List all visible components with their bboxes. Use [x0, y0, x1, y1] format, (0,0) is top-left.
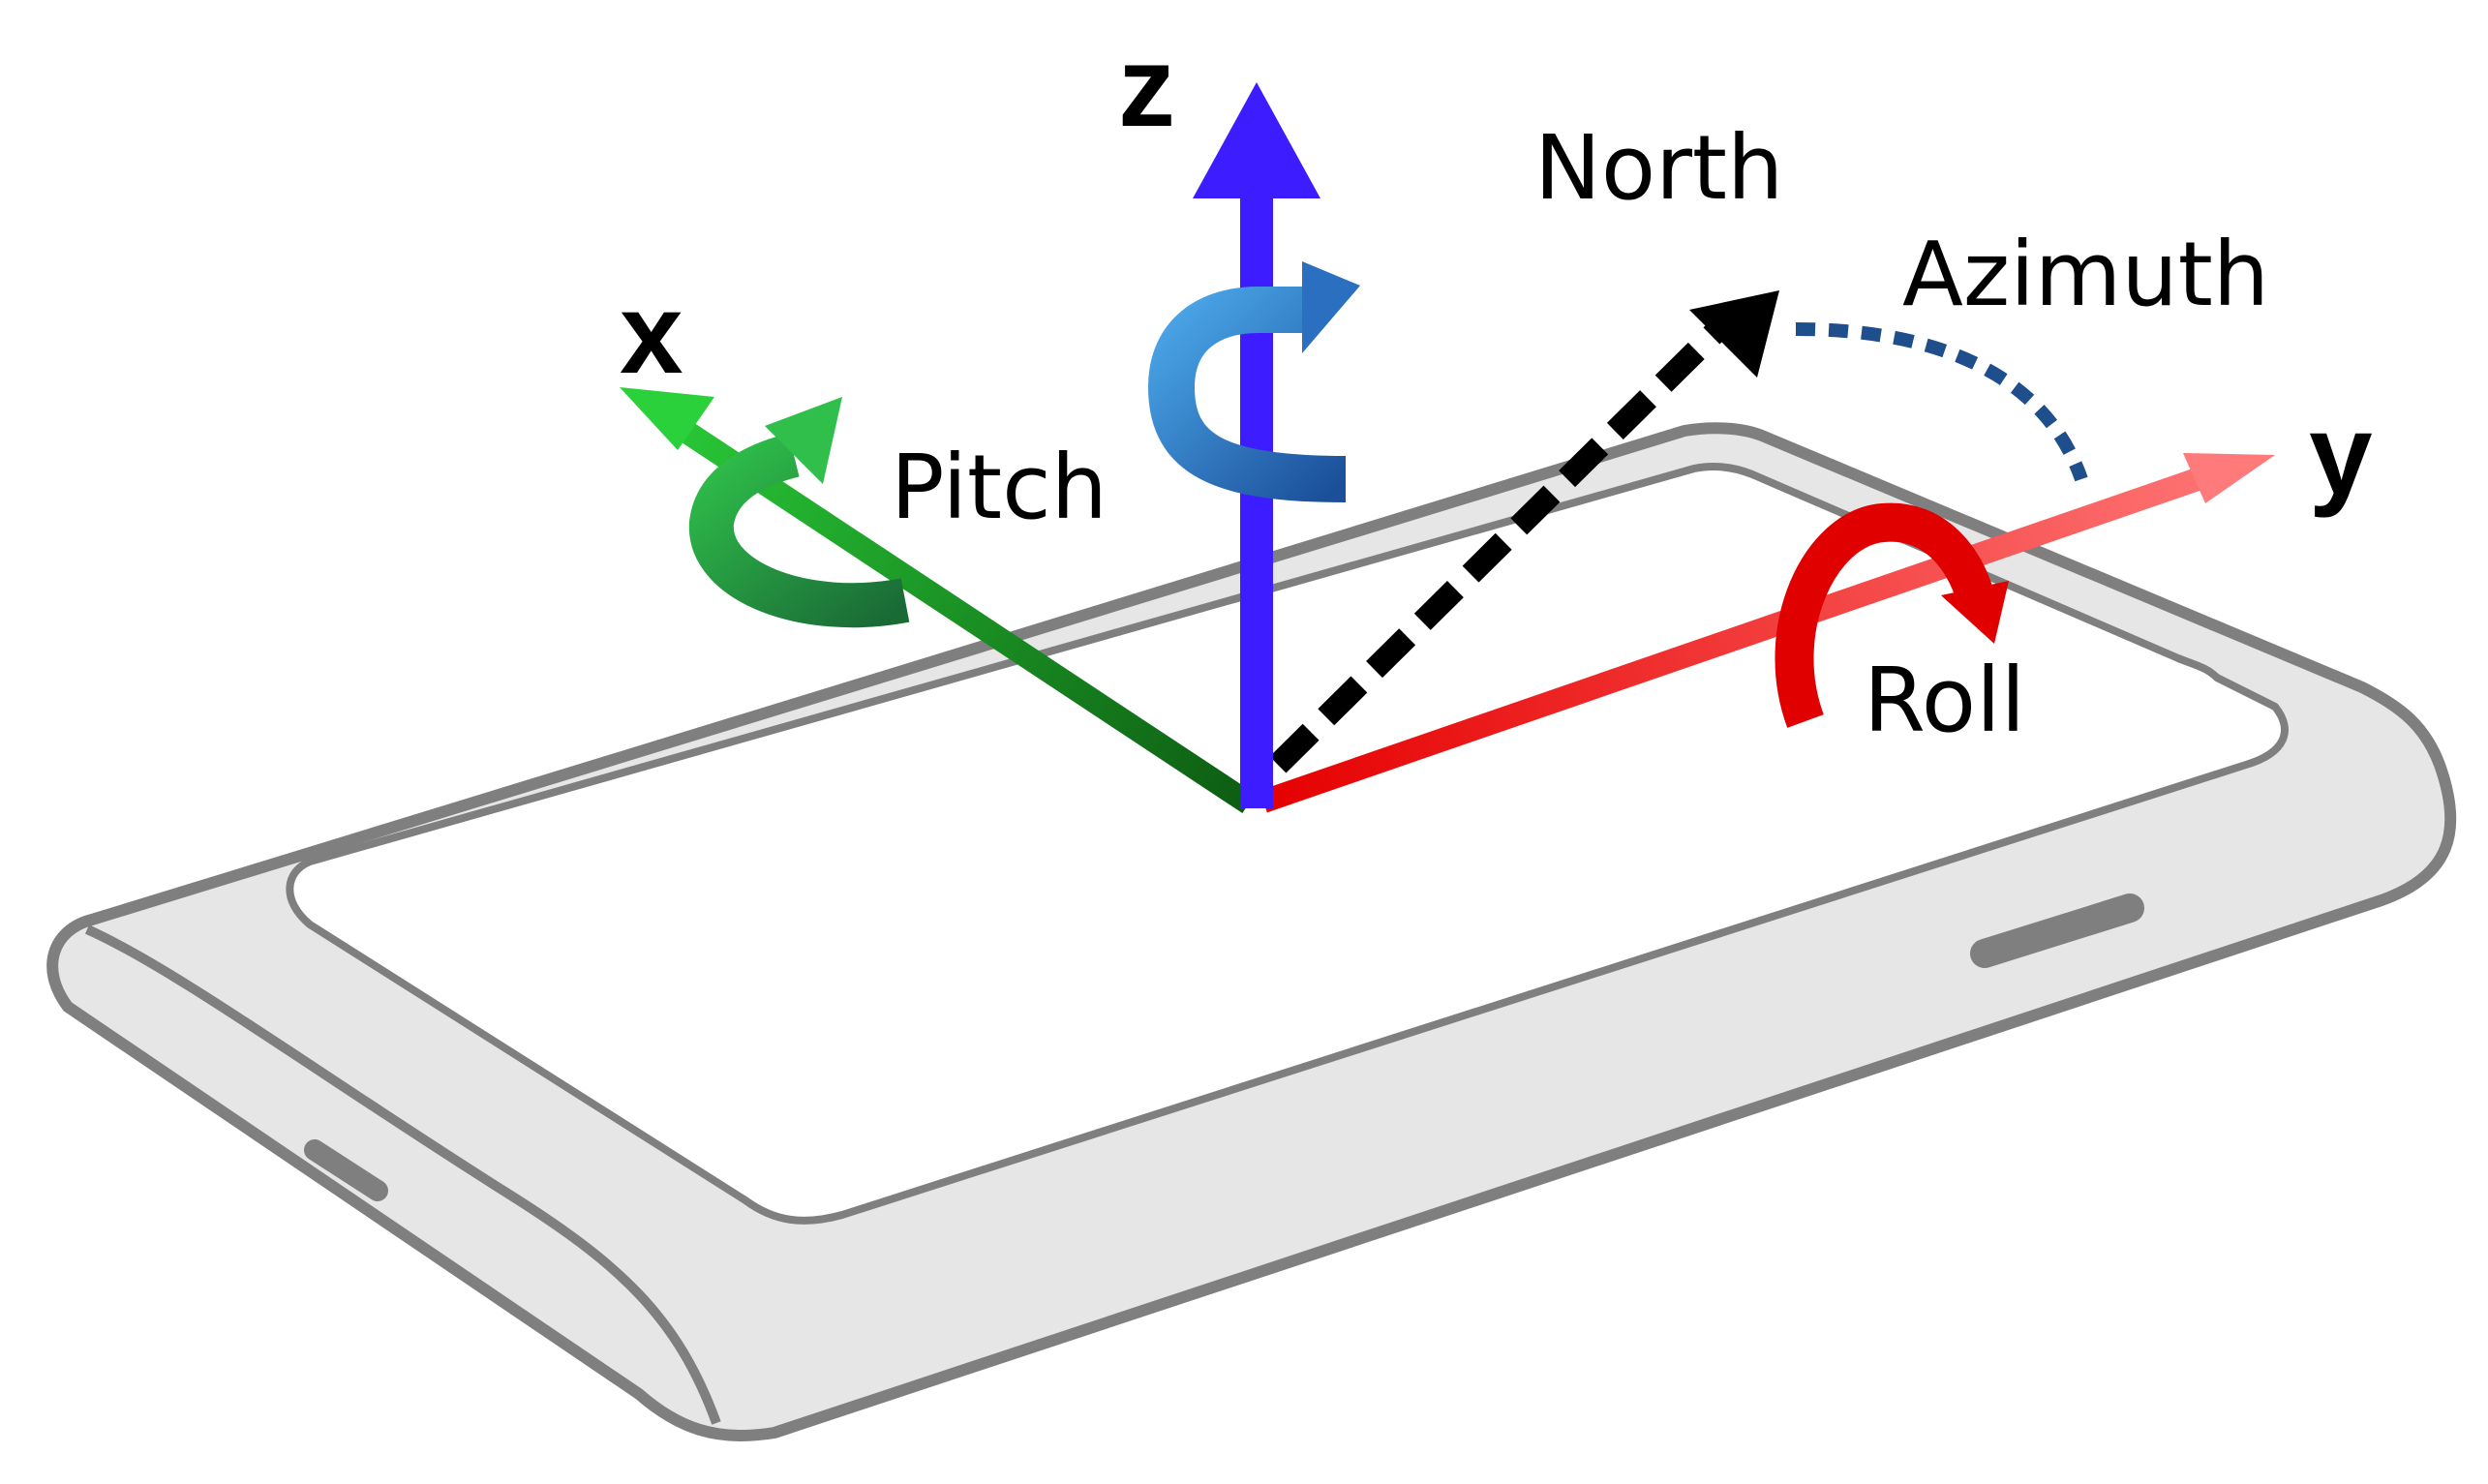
speaker-slot — [1970, 893, 2144, 968]
x-axis — [620, 387, 1256, 814]
azimuth-label: Azimuth — [1902, 223, 2269, 326]
roll-label: Roll — [1864, 649, 2025, 752]
north-vector — [1269, 290, 1779, 773]
home-button-slot — [304, 1139, 388, 1201]
y-axis-label: y — [2309, 391, 2373, 519]
roll-rotation-arrow — [1775, 502, 2009, 728]
z-rotation-arrow — [1147, 261, 1360, 502]
pitch-label: Pitch — [891, 436, 1107, 539]
azimuth-arc — [1795, 322, 2088, 482]
north-label: North — [1534, 116, 1783, 220]
y-axis — [1259, 453, 2275, 813]
phone-edge — [84, 924, 721, 1425]
x-axis-label: x — [620, 270, 683, 398]
z-axis-label: z — [1118, 23, 1175, 151]
pitch-rotation-arrow — [688, 397, 910, 628]
